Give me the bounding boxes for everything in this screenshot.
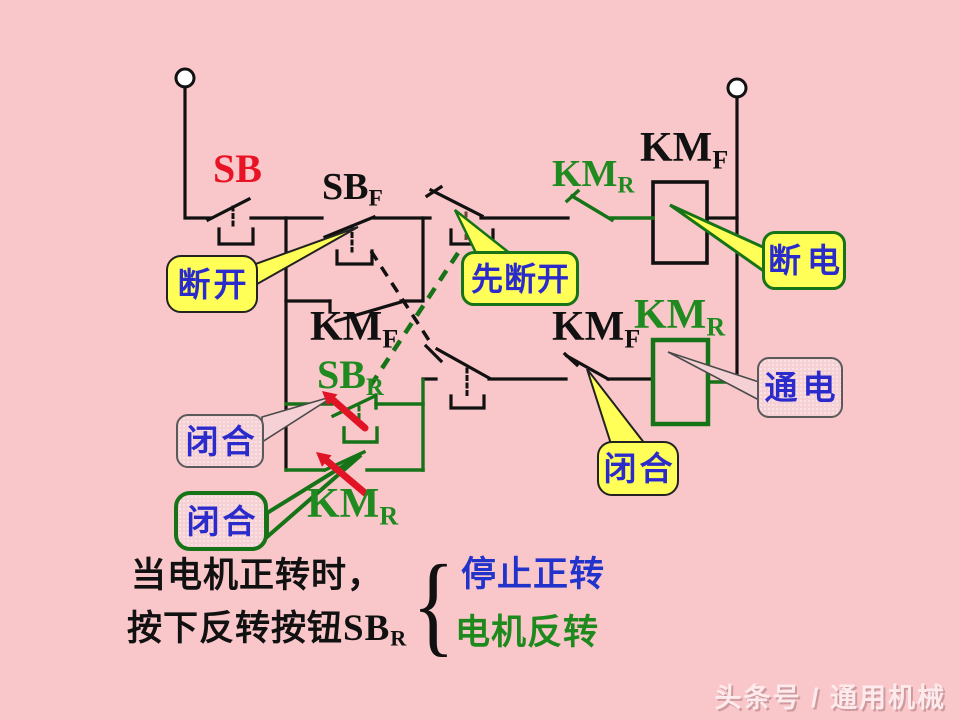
caption-line1: 当电机正转时， <box>131 556 384 595</box>
terminal-left <box>174 67 196 89</box>
caption-result-stop: 停止正转 <box>461 555 606 594</box>
label-sbf: SBF <box>322 166 383 212</box>
callout-tongdian: 通电 <box>757 357 843 418</box>
label-sbr: SBR <box>317 352 384 401</box>
callout-pointers <box>249 203 767 542</box>
label-kmf-top: KMF <box>640 125 729 175</box>
label-kmr-top: KMR <box>552 153 635 199</box>
caption-line2: 按下反转按钮SBR <box>127 608 408 651</box>
contact-kmf-selflock <box>284 216 425 323</box>
label-kmf-row2: KMF <box>552 304 641 354</box>
watermark: 头条号 / 通用机械 <box>714 683 946 713</box>
label-kmr-coil: KMR <box>634 292 726 342</box>
contact-sbf-nc <box>421 343 492 410</box>
callout-duandian: 断电 <box>762 231 846 290</box>
power-terminals <box>174 67 748 99</box>
caption-brace: { <box>412 543 456 667</box>
wire-left-drop <box>183 85 213 220</box>
coil-kmr <box>650 337 711 427</box>
pointer-duankai <box>249 226 359 290</box>
linkage-dash-sbr <box>365 251 460 393</box>
label-kmr-bottom: KMR <box>307 481 399 531</box>
pointer-tongdian <box>667 351 760 402</box>
callout-duankai: 断开 <box>166 255 258 313</box>
arrow-press-sbr <box>322 391 369 432</box>
callout-bihe-sbr: 闭合 <box>176 414 264 468</box>
contact-kmr-nc-interlock <box>564 188 655 223</box>
contact-kmf-nc-interlock <box>562 351 655 382</box>
arrow-press-kmr <box>316 452 369 497</box>
callout-xian-duankai: 先断开 <box>461 251 579 306</box>
label-kmf-mid: KMF <box>310 304 399 354</box>
callout-bihe-kmr: 闭合 <box>174 491 268 551</box>
callout-bihe-kmf: 闭合 <box>597 441 679 496</box>
contact-sb-stop <box>205 196 255 246</box>
caption-result-reverse: 电机反转 <box>455 613 600 652</box>
terminal-right <box>726 77 748 99</box>
label-sb: SB <box>213 146 262 191</box>
press-arrows <box>316 391 369 497</box>
